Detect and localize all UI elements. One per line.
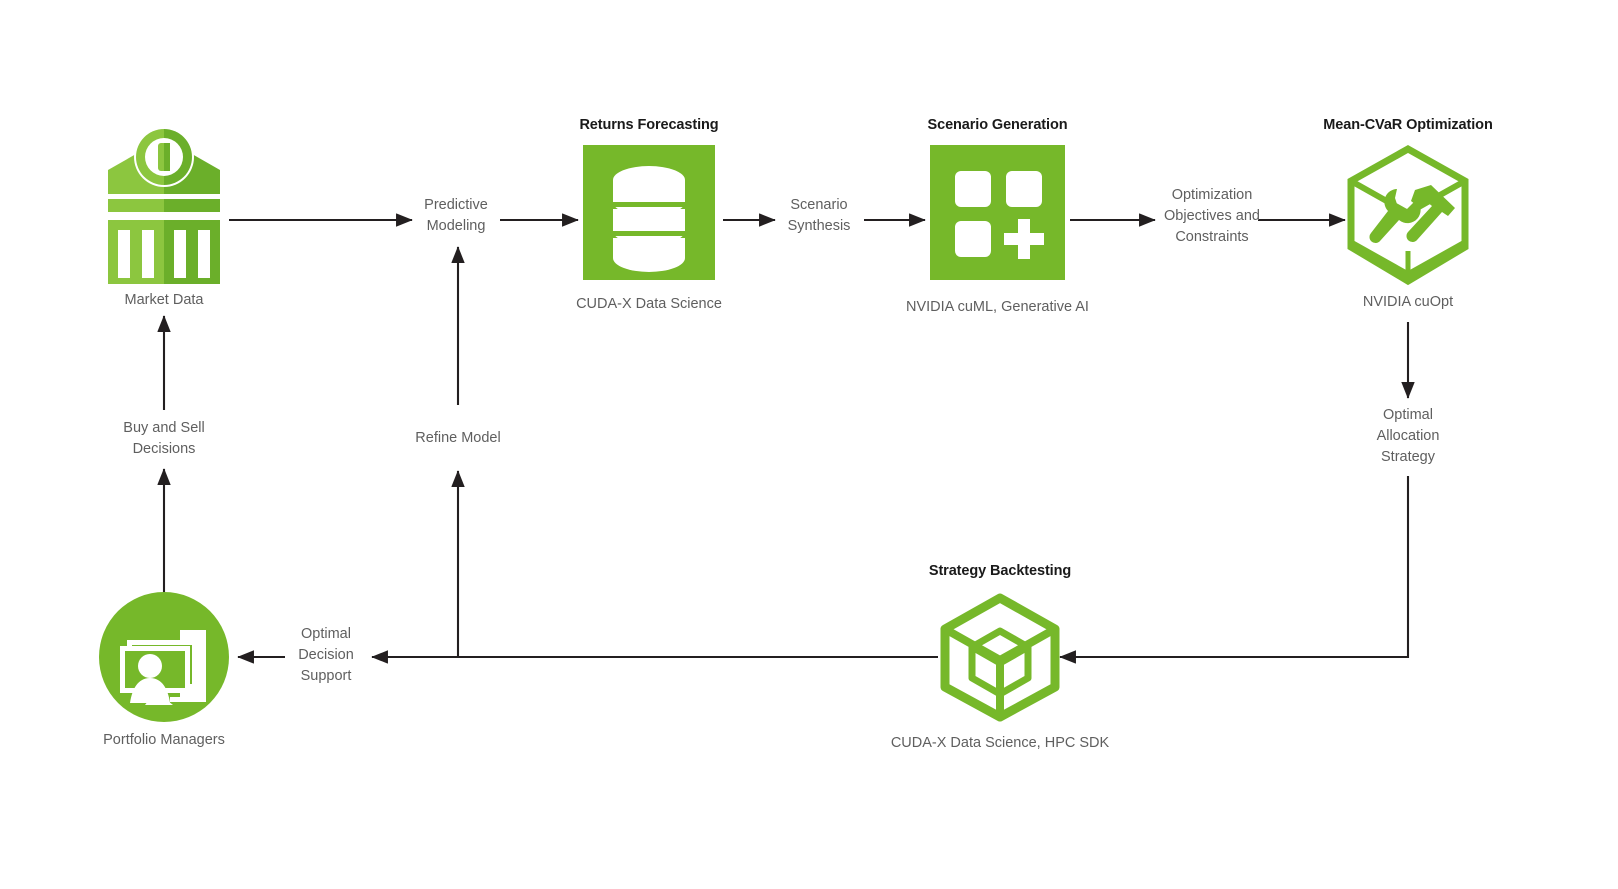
returns-forecasting-subtitle: CUDA-X Data Science [576,296,722,312]
workstation-icon [99,592,229,722]
edge-label-optimal-allocation-strategy: Optimal Allocation Strategy [1376,407,1440,465]
bank-icon [108,127,220,284]
node-returns-forecasting[interactable]: Returns Forecasting CUDA-X Data Science [576,117,722,312]
strategy-backtesting-title: Strategy Backtesting [928,563,1072,579]
database-icon [583,145,715,280]
market-data-caption: Market Data [124,292,204,308]
portfolio-managers-caption: Portfolio Managers [103,732,225,748]
node-scenario-generation[interactable]: Scenario Generation NVIDIA cuML, Generat… [906,117,1089,315]
cube-icon [940,593,1060,722]
edge-label-buy-and-sell-decisions: Buy and Sell Decisions [123,420,205,457]
edge-label-optimal-decision-support: Optimal Decision Support [298,626,354,684]
node-portfolio-managers[interactable]: Portfolio Managers [99,592,229,748]
scenario-generation-subtitle: NVIDIA cuML, Generative AI [906,299,1089,315]
edge-label-predictive-modeling: Predictive Modeling [424,197,488,234]
grid-plus-icon [930,145,1065,280]
hex-tools-icon [1347,144,1469,286]
node-mean-cvar-optimization[interactable]: Mean-CVaR Optimization NVIDIA cuOpt [1323,117,1493,310]
returns-forecasting-title: Returns Forecasting [579,117,719,133]
mean-cvar-title: Mean-CVaR Optimization [1323,117,1493,133]
node-strategy-backtesting[interactable]: Strategy Backtesting CUDA-X Data Science… [891,563,1109,751]
scenario-generation-title: Scenario Generation [927,117,1068,133]
edge-label-optimization-objectives: Optimization Objectives and Constraints [1164,187,1260,245]
strategy-backtesting-subtitle: CUDA-X Data Science, HPC SDK [890,735,1110,751]
mean-cvar-subtitle: NVIDIA cuOpt [1362,294,1454,310]
edge-label-refine-model: Refine Model [415,430,501,446]
edge-label-scenario-synthesis: Scenario Synthesis [787,197,851,234]
node-market-data[interactable]: Market Data [104,124,224,308]
